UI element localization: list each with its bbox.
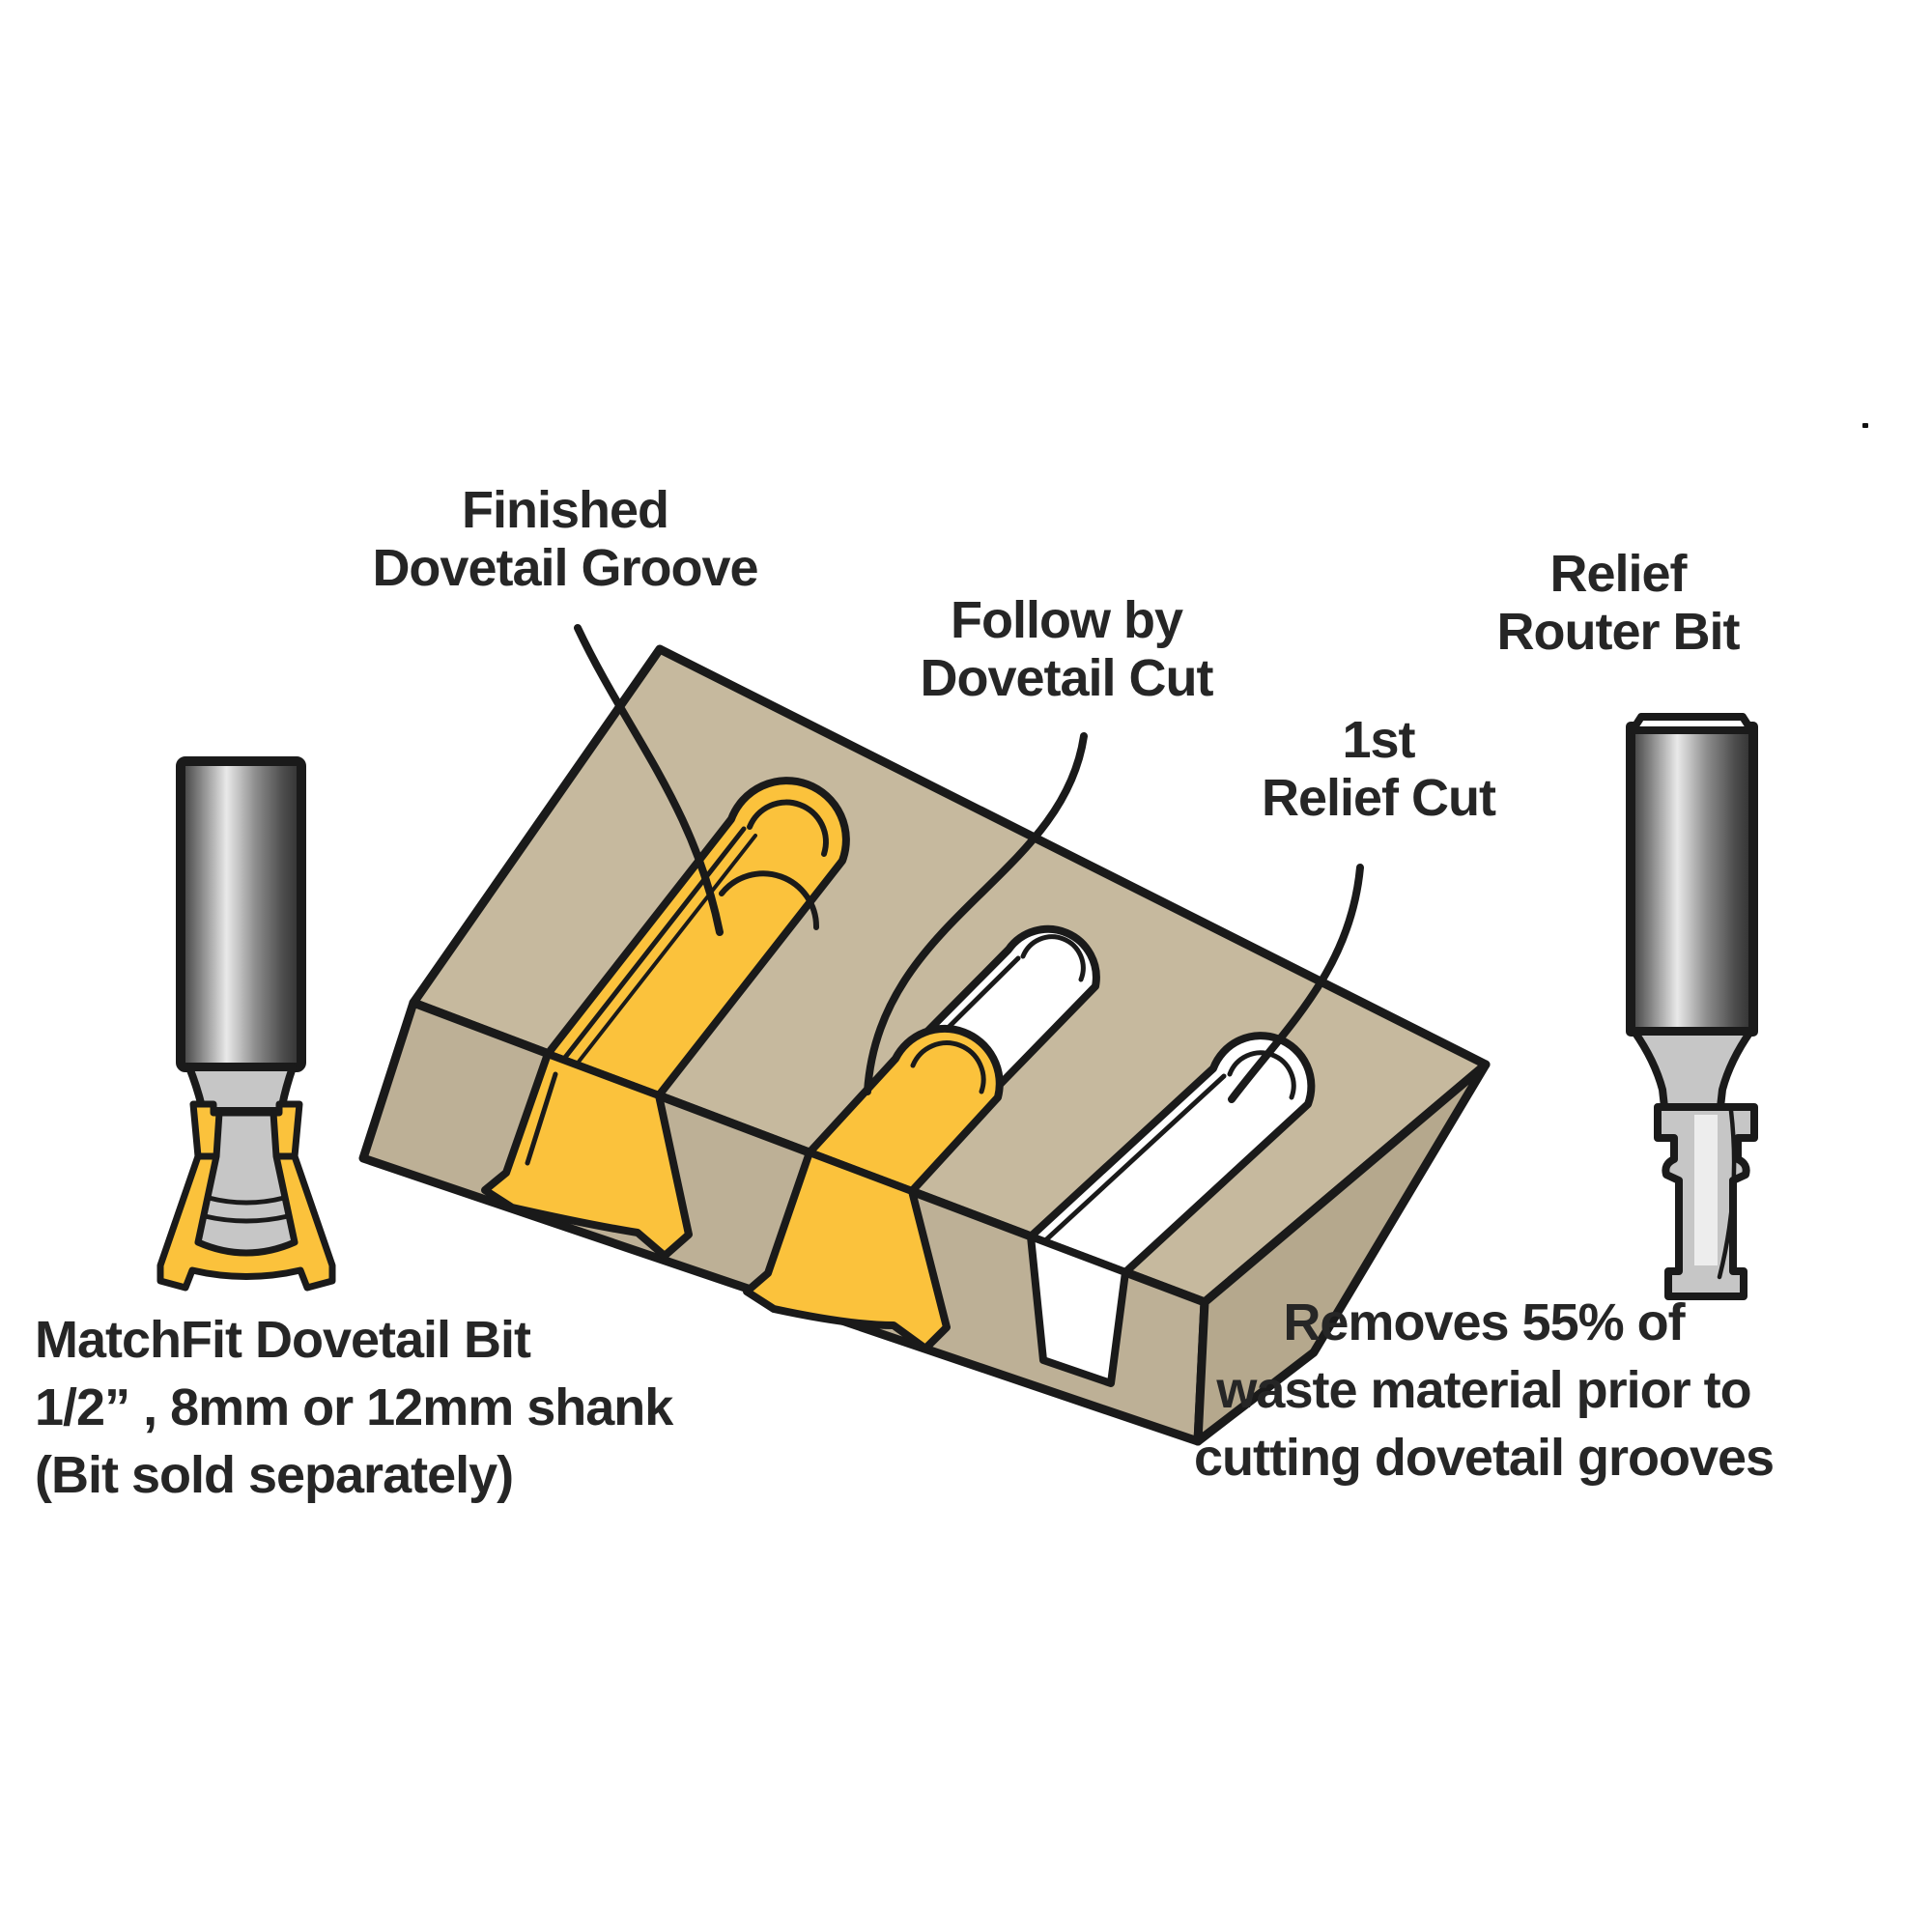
dovetail-bit-seam-1: [206, 1195, 287, 1206]
label-line: 1/2” , 8mm or 12mm shank: [35, 1378, 673, 1436]
groove-follow-dovetail: [743, 924, 1100, 1352]
label-line: MatchFit Dovetail Bit: [35, 1311, 531, 1369]
label-line: 1st: [1342, 711, 1415, 769]
finished-groove-band-arc: [719, 870, 820, 930]
leader-finished: [574, 624, 724, 936]
dovetail-bit-seam-2: [202, 1213, 291, 1224]
relief-groove-inner-line: [1038, 1073, 1227, 1247]
finished-groove-cap-arc: [747, 799, 829, 857]
follow-dovetail-part: [806, 1024, 1004, 1195]
dovetail-bit-shank: [176, 756, 306, 1072]
label-line: Finished: [461, 481, 669, 539]
relief-front-notch: [1027, 1233, 1129, 1387]
label-removes-waste-description: Removes 55% of waste material prior to c…: [1146, 1289, 1822, 1492]
label-line: (Bit sold separately): [35, 1446, 514, 1504]
relief-bit-profile-line: [1717, 1108, 1737, 1280]
follow-dovetail-cap-arc: [910, 1040, 986, 1094]
relief-bit-highlight: [1694, 1115, 1718, 1265]
groove-finished-dovetail: [481, 777, 850, 1260]
print-speck-artifact: [1862, 423, 1868, 428]
relief-bit-icon: [1626, 713, 1758, 1300]
label-line: Relief: [1549, 545, 1687, 603]
follow-relief-cap-arc: [1020, 934, 1086, 982]
label-line: waste material prior to: [1216, 1361, 1751, 1419]
label-line: Removes 55% of: [1283, 1293, 1685, 1351]
relief-bit-top-bevel: [1629, 713, 1755, 734]
relief-groove-cap-arc: [1227, 1050, 1296, 1100]
finished-notch-fold-line: [525, 1071, 558, 1166]
relief-bit-shank: [1626, 722, 1758, 1037]
label-line: Dovetail Groove: [372, 539, 758, 597]
label-line: cutting dovetail grooves: [1193, 1429, 1775, 1487]
wood-right-face: [1193, 1060, 1491, 1446]
label-line: Relief Cut: [1261, 769, 1496, 827]
label-line: Router Bit: [1496, 603, 1741, 661]
finished-groove-inner-line: [557, 826, 747, 1066]
leader-first-relief: [1228, 864, 1364, 1103]
finished-front-notch: [481, 1050, 693, 1260]
follow-front-notch: [743, 1149, 951, 1352]
label-matchfit-bit-description: MatchFit Dovetail Bit 1/2” , 8mm or 12mm…: [35, 1306, 673, 1509]
leader-lines: [574, 624, 1364, 1103]
relief-bit-neck: [1631, 1028, 1754, 1111]
dovetail-bit-icon: [156, 756, 336, 1292]
finished-groove-channel: [544, 777, 850, 1099]
label-line: Follow by: [951, 591, 1183, 649]
groove-relief-cut: [1027, 1032, 1316, 1387]
leader-follow: [864, 732, 1088, 1095]
label-line: Dovetail Cut: [920, 649, 1213, 707]
label-follow-by-dovetail-cut: Follow by Dovetail Cut: [777, 591, 1356, 707]
label-first-relief-cut: 1st Relief Cut: [1137, 711, 1620, 827]
finished-groove-inner-line2: [570, 834, 757, 1072]
label-relief-router-bit: Relief Router Bit: [1377, 545, 1860, 661]
label-finished-dovetail-groove: Finished Dovetail Groove: [275, 481, 855, 597]
